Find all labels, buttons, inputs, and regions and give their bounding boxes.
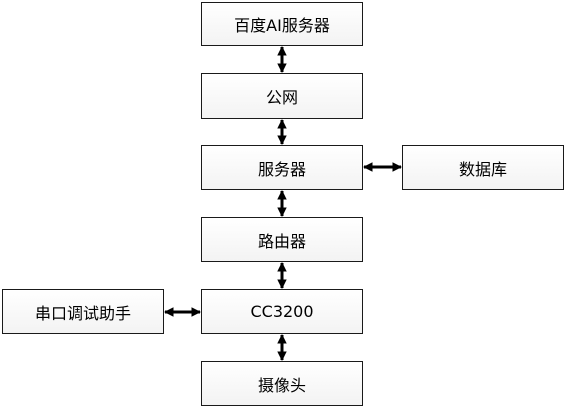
node-server: 服务器	[201, 145, 363, 190]
node-baidu-ai-server: 百度AI服务器	[201, 2, 363, 46]
node-database: 数据库	[402, 145, 564, 190]
node-cc3200: CC3200	[201, 289, 363, 334]
node-router: 路由器	[201, 217, 363, 262]
node-camera: 摄像头	[201, 361, 363, 406]
node-serial-assistant: 串口调试助手	[2, 289, 164, 334]
node-public-network: 公网	[201, 73, 363, 119]
